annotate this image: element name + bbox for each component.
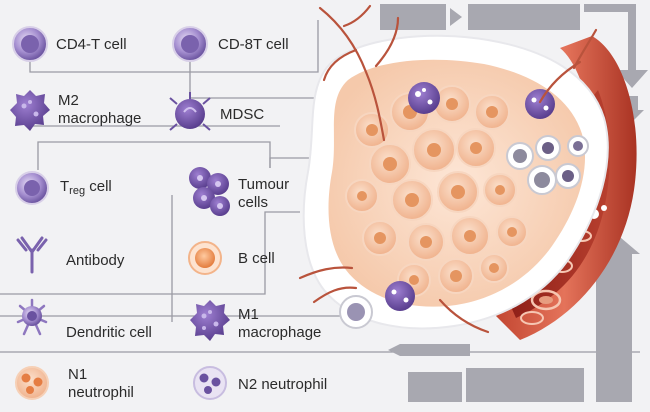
m2-macrophage-label-line2: macrophage	[58, 110, 142, 127]
mdsc-icon	[169, 92, 211, 131]
treg-cell-label-sub: reg	[69, 185, 86, 197]
antibody-label: Antibody	[66, 252, 125, 269]
n1-neutrophil-label-line1: N1	[68, 366, 88, 383]
flow-arrows	[380, 4, 648, 402]
tumour-cells-icon	[189, 167, 230, 216]
m2-macrophage-label-line1: M2	[58, 92, 79, 109]
m1-macrophage-icon	[190, 300, 230, 341]
antibody-icon	[16, 236, 48, 274]
cd8-t-cell-label: CD-8T cell	[218, 36, 289, 53]
n1-neutrophil-label: N1 neutrophil	[68, 366, 134, 402]
cd8-t-cell-icon	[172, 26, 208, 62]
n1-neutrophil-label-line2: neutrophil	[68, 384, 134, 401]
dendritic-cell-label: Dendritic cell	[66, 324, 152, 341]
tumour-mass	[302, 34, 609, 330]
mdsc-label: MDSC	[220, 106, 265, 123]
n2-neutrophil-icon	[193, 366, 227, 400]
tumour-cells-label-line1: Tumour	[238, 176, 290, 193]
m1-macrophage-label: M1 macrophage	[238, 306, 321, 342]
cd4-t-cell-icon	[12, 26, 48, 62]
m2-macrophage-label: M2 macrophage	[58, 92, 141, 128]
n2-neutrophil-label: N2 neutrophil	[238, 376, 328, 393]
treg-cell-label-main: T	[60, 178, 70, 195]
vascular-branches	[298, 4, 598, 334]
cd4-t-cell-label: CD4-T cell	[56, 36, 127, 53]
tumour-cells-label-line2: cells	[238, 194, 269, 211]
tumour-cells-label: Tumour cells	[238, 176, 289, 212]
treg-cell-label: Treg cell	[60, 178, 112, 200]
treg-cell-label-rest: cell	[85, 178, 112, 195]
infiltrating-immune-cells	[339, 82, 589, 329]
b-cell-icon	[188, 241, 222, 275]
tumour-cluster	[345, 85, 528, 297]
m2-macrophage-icon	[10, 90, 50, 131]
dendritic-cell-icon	[16, 298, 48, 336]
b-cell-label: B cell	[238, 250, 275, 267]
n1-neutrophil-icon	[15, 366, 49, 400]
treg-cell-icon	[15, 171, 49, 205]
m1-macrophage-label-line2: macrophage	[238, 324, 322, 341]
m1-macrophage-label-line1: M1	[238, 306, 259, 323]
